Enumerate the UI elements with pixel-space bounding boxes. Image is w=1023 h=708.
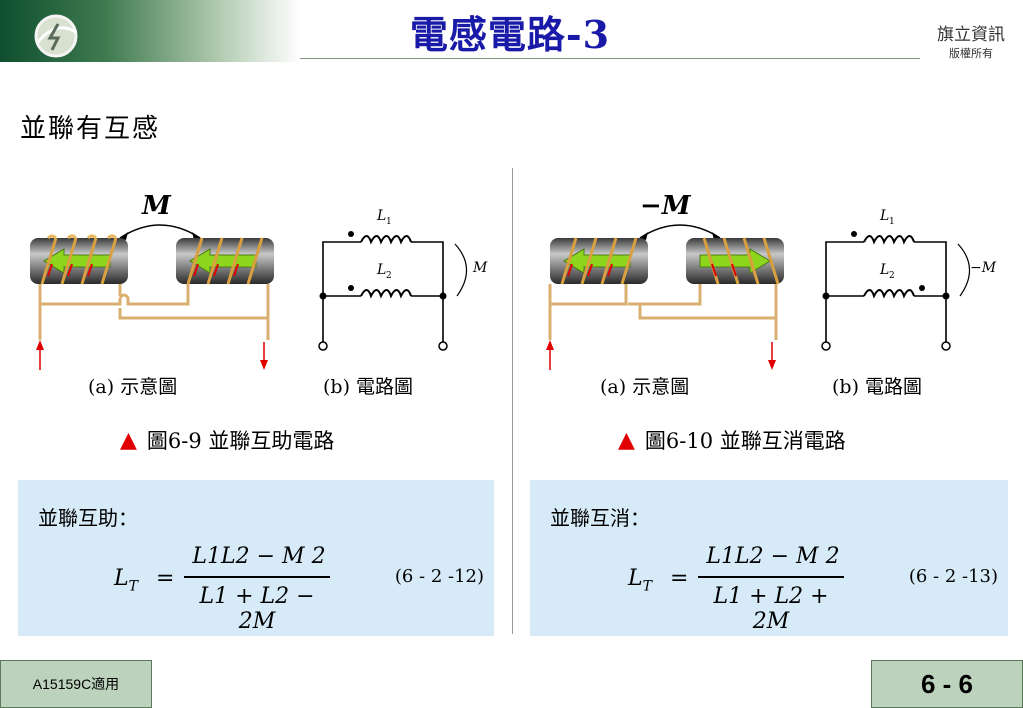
publisher-block: 旗立資訊 版權所有 xyxy=(937,20,1005,61)
formula-label: 並聯互消： xyxy=(550,506,650,530)
label-m: M xyxy=(472,260,488,276)
copyright-text: 版權所有 xyxy=(949,47,993,60)
label-l1: L xyxy=(879,208,889,224)
publisher-name: 旗立資訊 xyxy=(937,25,1005,45)
formula-lhs: LT xyxy=(114,566,138,595)
right-schematic: −M xyxy=(546,191,784,370)
dot-l2 xyxy=(348,285,354,291)
terminal-a xyxy=(821,341,831,351)
mutual-label: M xyxy=(141,191,172,221)
header: 電感電路-3 旗立資訊 版權所有 xyxy=(0,0,1023,62)
right-circuit: L 1 L 2 −M xyxy=(821,208,997,351)
caption-b-left: (b) 電路圖 xyxy=(323,376,414,398)
column-divider xyxy=(512,168,513,634)
triangle-icon: ▲ xyxy=(618,427,635,453)
formula-lhs: LT xyxy=(628,566,652,595)
dot-l2 xyxy=(919,285,925,291)
figure-caption-right: ▲ 圖6-10 並聯互消電路 xyxy=(618,427,846,454)
figure-caption-left: ▲ 圖6-9 並聯互助電路 xyxy=(120,427,335,454)
current-in-arrow xyxy=(36,340,44,370)
current-in-arrow xyxy=(546,340,554,350)
svg-text:1: 1 xyxy=(386,217,392,227)
svg-text:1: 1 xyxy=(889,217,895,227)
formula-denominator: L1 + L2 − 2M xyxy=(199,584,315,634)
formula-numerator: L1L2 − M 2 xyxy=(706,544,840,569)
formula-box-left: 並聯互助： LT = L1L2 − M 2 L1 + L2 − 2M (6 - … xyxy=(18,480,494,636)
equals-sign: = xyxy=(670,566,689,591)
svg-text:2: 2 xyxy=(386,271,392,281)
current-out-arrow xyxy=(768,360,776,370)
dot-l1 xyxy=(348,231,354,237)
caption-a-right: (a) 示意圖 xyxy=(600,376,690,398)
left-circuit: L 1 L 2 M xyxy=(318,208,488,351)
terminal-a xyxy=(318,341,328,351)
label-l1: L xyxy=(376,208,386,224)
page-title: 電感電路-3 xyxy=(409,12,611,57)
label-l2: L xyxy=(376,262,386,278)
header-divider xyxy=(300,58,920,59)
terminal-b xyxy=(941,341,951,351)
svg-text:2: 2 xyxy=(889,271,895,281)
mutual-arc xyxy=(119,224,201,239)
equals-sign: = xyxy=(156,566,175,591)
equation-number: (6 - 2 -12) xyxy=(394,566,484,587)
left-schematic: M xyxy=(30,191,274,370)
mutual-label: −M xyxy=(640,191,692,221)
formula-numerator: L1L2 − M 2 xyxy=(192,544,326,569)
formula-label: 並聯互助： xyxy=(38,506,138,530)
formula-box-right: 並聯互消： LT = L1L2 − M 2 L1 + L2 + 2M (6 - … xyxy=(530,480,1008,636)
triangle-icon: ▲ xyxy=(120,427,137,453)
page-number: 6 - 6 xyxy=(871,660,1023,708)
fraction-bar xyxy=(698,576,844,578)
logo-icon xyxy=(34,14,78,58)
caption-a-left: (a) 示意圖 xyxy=(88,376,178,398)
dot-l1 xyxy=(851,231,857,237)
label-m: −M xyxy=(970,260,997,276)
formula-denominator: L1 + L2 + 2M xyxy=(713,584,829,634)
caption-b-right: (b) 電路圖 xyxy=(832,376,923,398)
equation-number: (6 - 2 -13) xyxy=(908,566,998,587)
current-out-arrow xyxy=(260,342,268,370)
terminal-b xyxy=(438,341,448,351)
section-title: 並聯有互感 xyxy=(20,114,161,144)
fraction-bar xyxy=(184,576,330,578)
footer-edition: A15159C適用 xyxy=(0,660,152,708)
label-l2: L xyxy=(879,262,889,278)
